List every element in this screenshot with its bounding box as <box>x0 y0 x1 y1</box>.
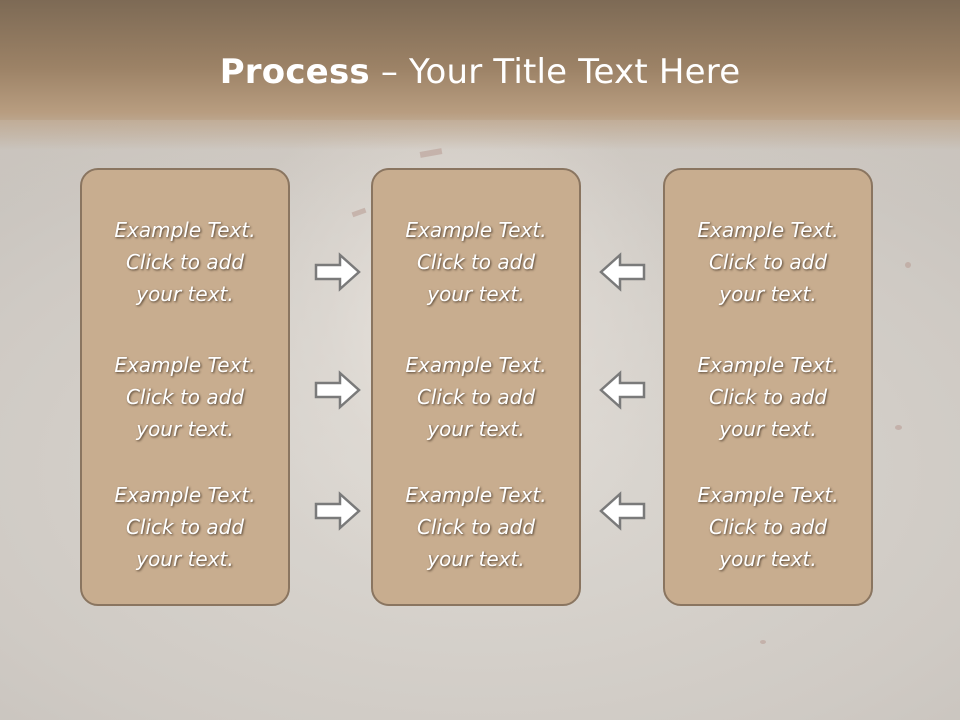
text-line: Click to add <box>125 515 245 539</box>
text-line: Click to add <box>708 250 828 274</box>
text-line: your text. <box>719 417 817 441</box>
text-line: Example Text. <box>405 218 547 242</box>
text-line: Click to add <box>708 385 828 409</box>
text-block[interactable]: Example Text. Click to add your text. <box>82 349 288 445</box>
text-line: your text. <box>136 417 234 441</box>
arrow-left-icon[interactable] <box>598 370 646 410</box>
text-block[interactable]: Example Text. Click to add your text. <box>373 479 579 575</box>
title-bold: Process <box>219 52 370 92</box>
text-line: your text. <box>136 547 234 571</box>
arrow-left-icon[interactable] <box>598 252 646 292</box>
page-title[interactable]: Process – Your Title Text Here <box>0 52 960 92</box>
text-line: Click to add <box>416 385 536 409</box>
text-block[interactable]: Example Text. Click to add your text. <box>373 349 579 445</box>
text-line: Example Text. <box>114 218 256 242</box>
text-line: your text. <box>719 547 817 571</box>
process-box-left[interactable]: Example Text. Click to add your text. Ex… <box>80 168 290 606</box>
text-line: Example Text. <box>405 483 547 507</box>
text-line: Example Text. <box>697 483 839 507</box>
text-line: your text. <box>719 282 817 306</box>
title-rest: – Your Title Text Here <box>369 52 741 92</box>
text-block[interactable]: Example Text. Click to add your text. <box>665 214 871 310</box>
text-line: Example Text. <box>697 353 839 377</box>
text-line: your text. <box>427 547 525 571</box>
process-box-right[interactable]: Example Text. Click to add your text. Ex… <box>663 168 873 606</box>
header-band <box>0 0 960 150</box>
text-line: Click to add <box>416 250 536 274</box>
background-speck <box>760 640 766 644</box>
text-line: your text. <box>427 417 525 441</box>
text-block[interactable]: Example Text. Click to add your text. <box>82 214 288 310</box>
text-line: Click to add <box>708 515 828 539</box>
background-speck <box>895 425 902 430</box>
text-line: Example Text. <box>114 483 256 507</box>
arrow-right-icon[interactable] <box>314 370 362 410</box>
text-line: your text. <box>427 282 525 306</box>
text-block[interactable]: Example Text. Click to add your text. <box>373 214 579 310</box>
text-line: your text. <box>136 282 234 306</box>
arrow-right-icon[interactable] <box>314 252 362 292</box>
arrow-right-icon[interactable] <box>314 491 362 531</box>
arrow-left-icon[interactable] <box>598 491 646 531</box>
text-line: Example Text. <box>114 353 256 377</box>
text-line: Click to add <box>125 250 245 274</box>
process-box-middle[interactable]: Example Text. Click to add your text. Ex… <box>371 168 581 606</box>
text-block[interactable]: Example Text. Click to add your text. <box>82 479 288 575</box>
text-block[interactable]: Example Text. Click to add your text. <box>665 479 871 575</box>
text-line: Example Text. <box>697 218 839 242</box>
text-line: Click to add <box>416 515 536 539</box>
text-block[interactable]: Example Text. Click to add your text. <box>665 349 871 445</box>
background-speck <box>905 262 911 268</box>
text-line: Click to add <box>125 385 245 409</box>
text-line: Example Text. <box>405 353 547 377</box>
